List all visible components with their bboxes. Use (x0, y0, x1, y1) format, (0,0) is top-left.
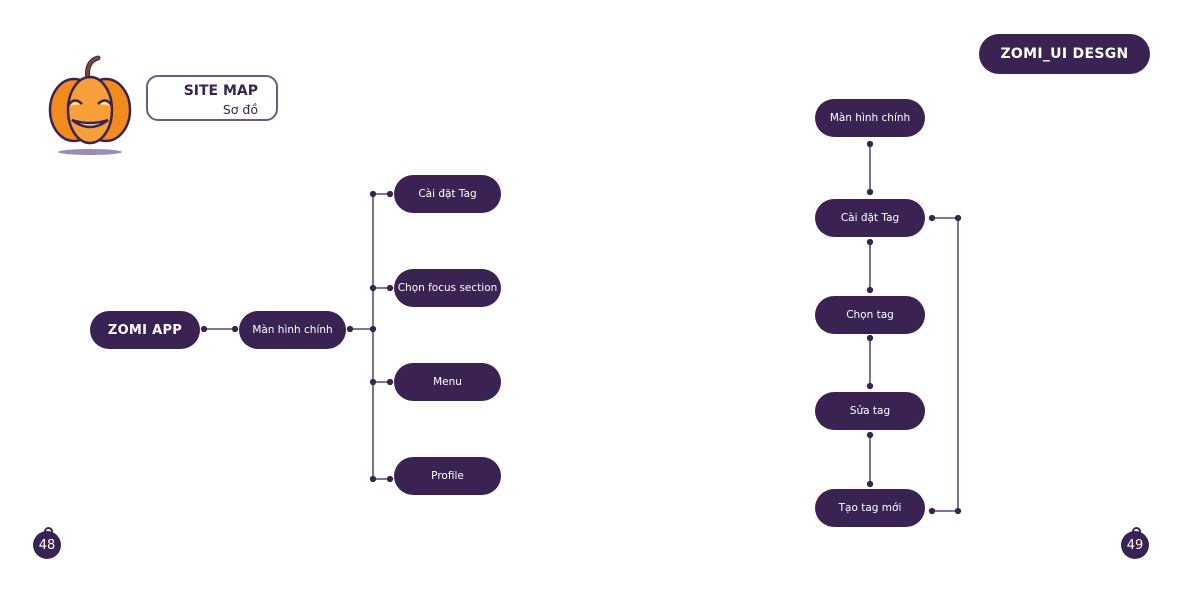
node-tag-settings: Cài đặt Tag (394, 175, 501, 213)
page-title: SITE MAP (183, 83, 258, 99)
node-tag-settings-right: Cài đặt Tag (815, 199, 925, 237)
node-profile: Profile (394, 457, 501, 495)
node-zomi-app: ZOMI APP (90, 311, 200, 349)
pumpkin-mascot-icon (48, 55, 132, 155)
node-edit-tag: Sửa tag (815, 392, 925, 430)
page-number-left: 48 (33, 531, 61, 559)
site-map-title-box: SITE MAP Sơ đồ (146, 75, 278, 121)
brand-label: ZOMI_UI DESGN (979, 34, 1150, 74)
node-menu: Menu (394, 363, 501, 401)
node-main-screen-right: Màn hình chính (815, 99, 925, 137)
node-main-screen: Màn hình chính (239, 311, 346, 349)
page-subtitle: Sơ đồ (222, 102, 258, 117)
node-choose-tag: Chọn tag (815, 296, 925, 334)
page-number-right: 49 (1121, 531, 1149, 559)
node-choose-focus-section: Chọn focus section (394, 269, 501, 307)
node-create-tag: Tạo tag mới (815, 489, 925, 527)
